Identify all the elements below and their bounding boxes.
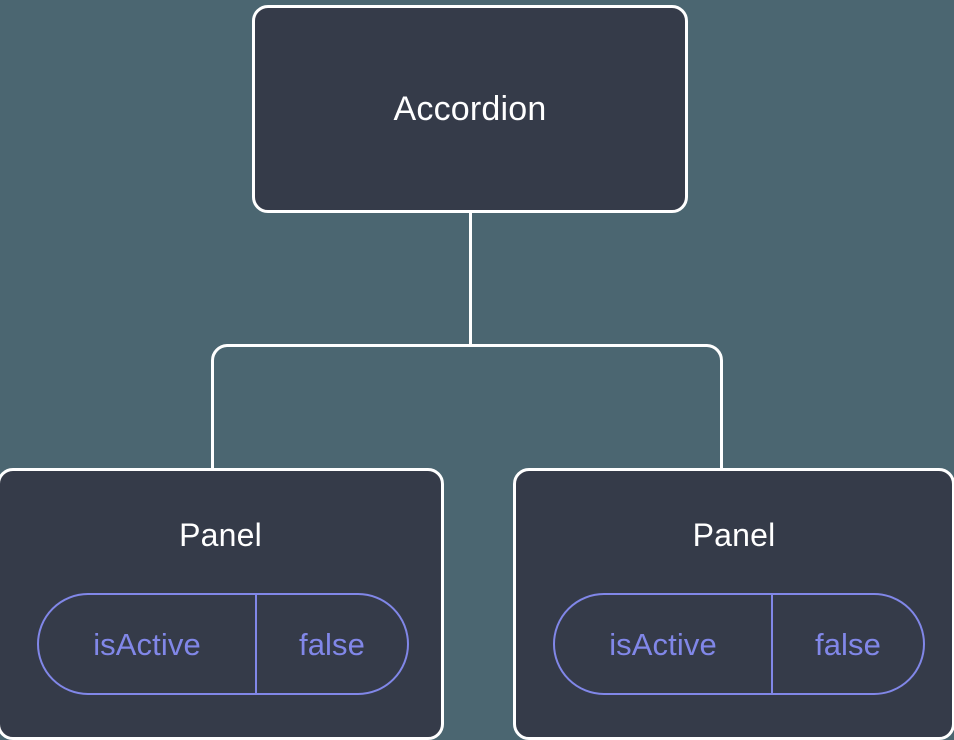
node-accordion[interactable]: Accordion: [252, 5, 688, 213]
node-panel-0[interactable]: Panel isActive false: [0, 468, 444, 740]
prop-value-isactive-0: false: [255, 595, 407, 693]
connector-branch-left: [211, 344, 471, 469]
node-accordion-label: Accordion: [393, 90, 547, 128]
prop-pill-isactive-0[interactable]: isActive false: [37, 593, 409, 695]
node-panel-1[interactable]: Panel isActive false: [513, 468, 954, 740]
prop-value-isactive-1: false: [771, 595, 923, 693]
prop-pill-isactive-1[interactable]: isActive false: [553, 593, 925, 695]
prop-key-isactive-1: isActive: [609, 626, 717, 662]
node-panel-0-label: Panel: [179, 517, 262, 553]
node-panel-1-label: Panel: [692, 517, 776, 553]
prop-key-isactive-0: isActive: [93, 626, 201, 662]
connector-branch-right: [470, 344, 723, 469]
